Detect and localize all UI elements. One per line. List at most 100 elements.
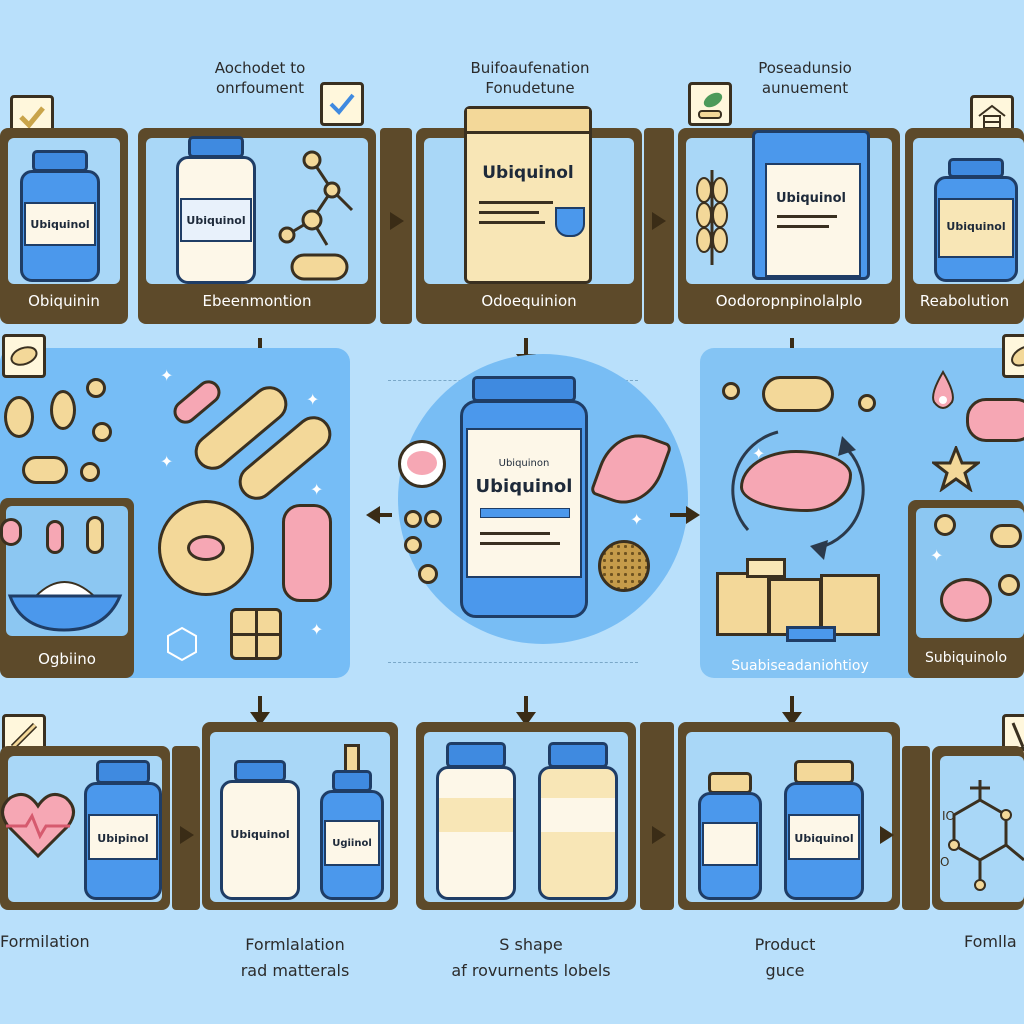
molecule-icon xyxy=(272,150,362,294)
seed-pile xyxy=(598,540,650,592)
top-label-4: Oodoropnpinolalplo xyxy=(715,292,863,310)
wheat-icon xyxy=(692,160,732,274)
arrow-right-icon xyxy=(686,506,700,524)
capsule xyxy=(86,516,104,554)
pill-icon xyxy=(1002,334,1024,378)
capsule-pink xyxy=(966,398,1024,442)
center-bottle-top-label: Ubiquinon xyxy=(498,458,550,469)
pill-dot xyxy=(418,564,438,584)
bottom-label-4: Product guce xyxy=(720,932,850,984)
bottom-label-2: Formlalation rad matterals xyxy=(210,932,380,984)
arrow-right-icon xyxy=(180,826,194,844)
bottom-label-5-line-1: Fomlla xyxy=(964,932,1017,951)
arrow-right-icon xyxy=(652,826,666,844)
drop-icon xyxy=(928,370,958,418)
supplement-bag: Ubiquinol xyxy=(464,106,592,284)
powder-bowl xyxy=(6,574,124,638)
header-3-line-1: Poseadunsio xyxy=(758,59,852,77)
pill-icon xyxy=(2,334,46,378)
hexagon-icon xyxy=(162,624,202,668)
sparkle-icon: ✦ xyxy=(160,452,174,471)
bottom-label-2-line-2: rad matterals xyxy=(240,961,350,980)
bottle-label: Ubiquinol xyxy=(938,198,1014,258)
capsule xyxy=(762,376,834,412)
softgel-pink xyxy=(282,504,332,602)
header-1-line-2: onrfoument xyxy=(215,79,305,97)
bottle-label: Ubipinol xyxy=(88,814,158,860)
arrow-left-icon xyxy=(366,506,380,524)
capsule-pink xyxy=(940,578,992,622)
bottle-label: Ubiquinol xyxy=(788,814,860,860)
capsule xyxy=(4,396,34,438)
sparkle-icon: ✦ xyxy=(310,620,324,639)
center-bottle-label: Ubiquinol xyxy=(475,476,573,497)
sparkle-icon: ✦ xyxy=(310,480,324,499)
bottom-label-1-line-1: Formilation xyxy=(0,932,90,951)
pill-dot xyxy=(92,422,112,442)
pink-organ xyxy=(740,450,852,512)
sparkle-icon: ✦ xyxy=(930,546,944,565)
pink-slice xyxy=(398,440,446,488)
header-2: Buifoaufenation Fonudetune xyxy=(440,58,620,98)
checkmark-icon xyxy=(320,82,364,126)
header-3-line-2: aunuement xyxy=(761,79,849,97)
bottom-label-3-line-1: S shape xyxy=(499,935,563,954)
pill-dot xyxy=(858,394,876,412)
box-label: Ubiquinol xyxy=(776,191,846,206)
bottle: Ubiquinol xyxy=(176,136,256,286)
bottle xyxy=(698,772,762,900)
bottle: Ubiquinol xyxy=(784,760,864,900)
connector-strip xyxy=(902,746,930,910)
bottle-label: Ubiquinol xyxy=(24,202,96,246)
arrow-right-icon xyxy=(880,826,894,844)
capsule xyxy=(22,456,68,484)
capsule-pink xyxy=(46,520,64,554)
bottle-label: Ugiinol xyxy=(324,820,380,866)
capsule-pink xyxy=(0,518,22,546)
bottle: Ubiquinol xyxy=(934,158,1018,282)
bottom-label-3-line-2: af rovurnents lobels xyxy=(451,961,611,980)
sparkle-icon: ✦ xyxy=(752,444,766,463)
far-right-label: Subiquinolo xyxy=(924,650,1008,666)
top-label-3: Odoequinion xyxy=(481,292,577,310)
bottom-label-2-line-1: Formlalation xyxy=(245,935,345,954)
bottle: Ubiquinol xyxy=(20,150,100,282)
header-2-line-1: Buifoaufenation xyxy=(470,59,590,77)
connector-strip xyxy=(640,722,674,910)
top-label-5: Reabolution xyxy=(919,292,1010,310)
header-2-line-2: Fonudetune xyxy=(485,79,575,97)
top-label-2: Ebeenmontion xyxy=(202,292,312,310)
top-label-1: Obiquinin xyxy=(28,292,100,310)
sparkle-icon: ✦ xyxy=(306,390,320,409)
pill-dot xyxy=(722,382,740,400)
sparkle-icon: ✦ xyxy=(630,510,644,529)
header-1-line-1: Aochodet to xyxy=(214,59,306,77)
header-1: Aochodet to onrfoument xyxy=(190,58,330,98)
refresh-cycle-icon xyxy=(718,410,878,574)
pill-dot xyxy=(80,462,100,482)
capsule xyxy=(990,524,1022,548)
header-3: Poseadunsio aunuement xyxy=(730,58,880,98)
arrow-right-icon xyxy=(652,212,666,230)
stacked-boxes xyxy=(716,558,882,642)
capsule xyxy=(50,390,76,430)
star-icon xyxy=(929,443,983,496)
pill-dot xyxy=(404,510,422,528)
pill-dot xyxy=(934,514,956,536)
pill-dot xyxy=(86,378,106,398)
bottom-label-1: Formilation xyxy=(0,932,100,951)
pill-dot xyxy=(404,536,422,554)
capsule-ring xyxy=(158,500,254,596)
dropper-bottle: Ugiinol xyxy=(320,744,384,900)
bottom-label-5: Fomlla xyxy=(964,932,1024,951)
leaf-icon xyxy=(688,82,732,126)
bottom-label-3: S shape af rovurnents lobels xyxy=(436,932,626,984)
divider xyxy=(388,662,638,663)
bottle: Ubiquinol xyxy=(220,760,300,900)
bottle xyxy=(538,742,618,900)
supplement-box: Ubiquinol xyxy=(752,130,870,280)
bottle xyxy=(436,742,516,900)
pill-dot xyxy=(998,574,1020,596)
middle-right-label: Suabiseadaniohtioy xyxy=(731,658,869,674)
heart-icon xyxy=(0,786,76,866)
